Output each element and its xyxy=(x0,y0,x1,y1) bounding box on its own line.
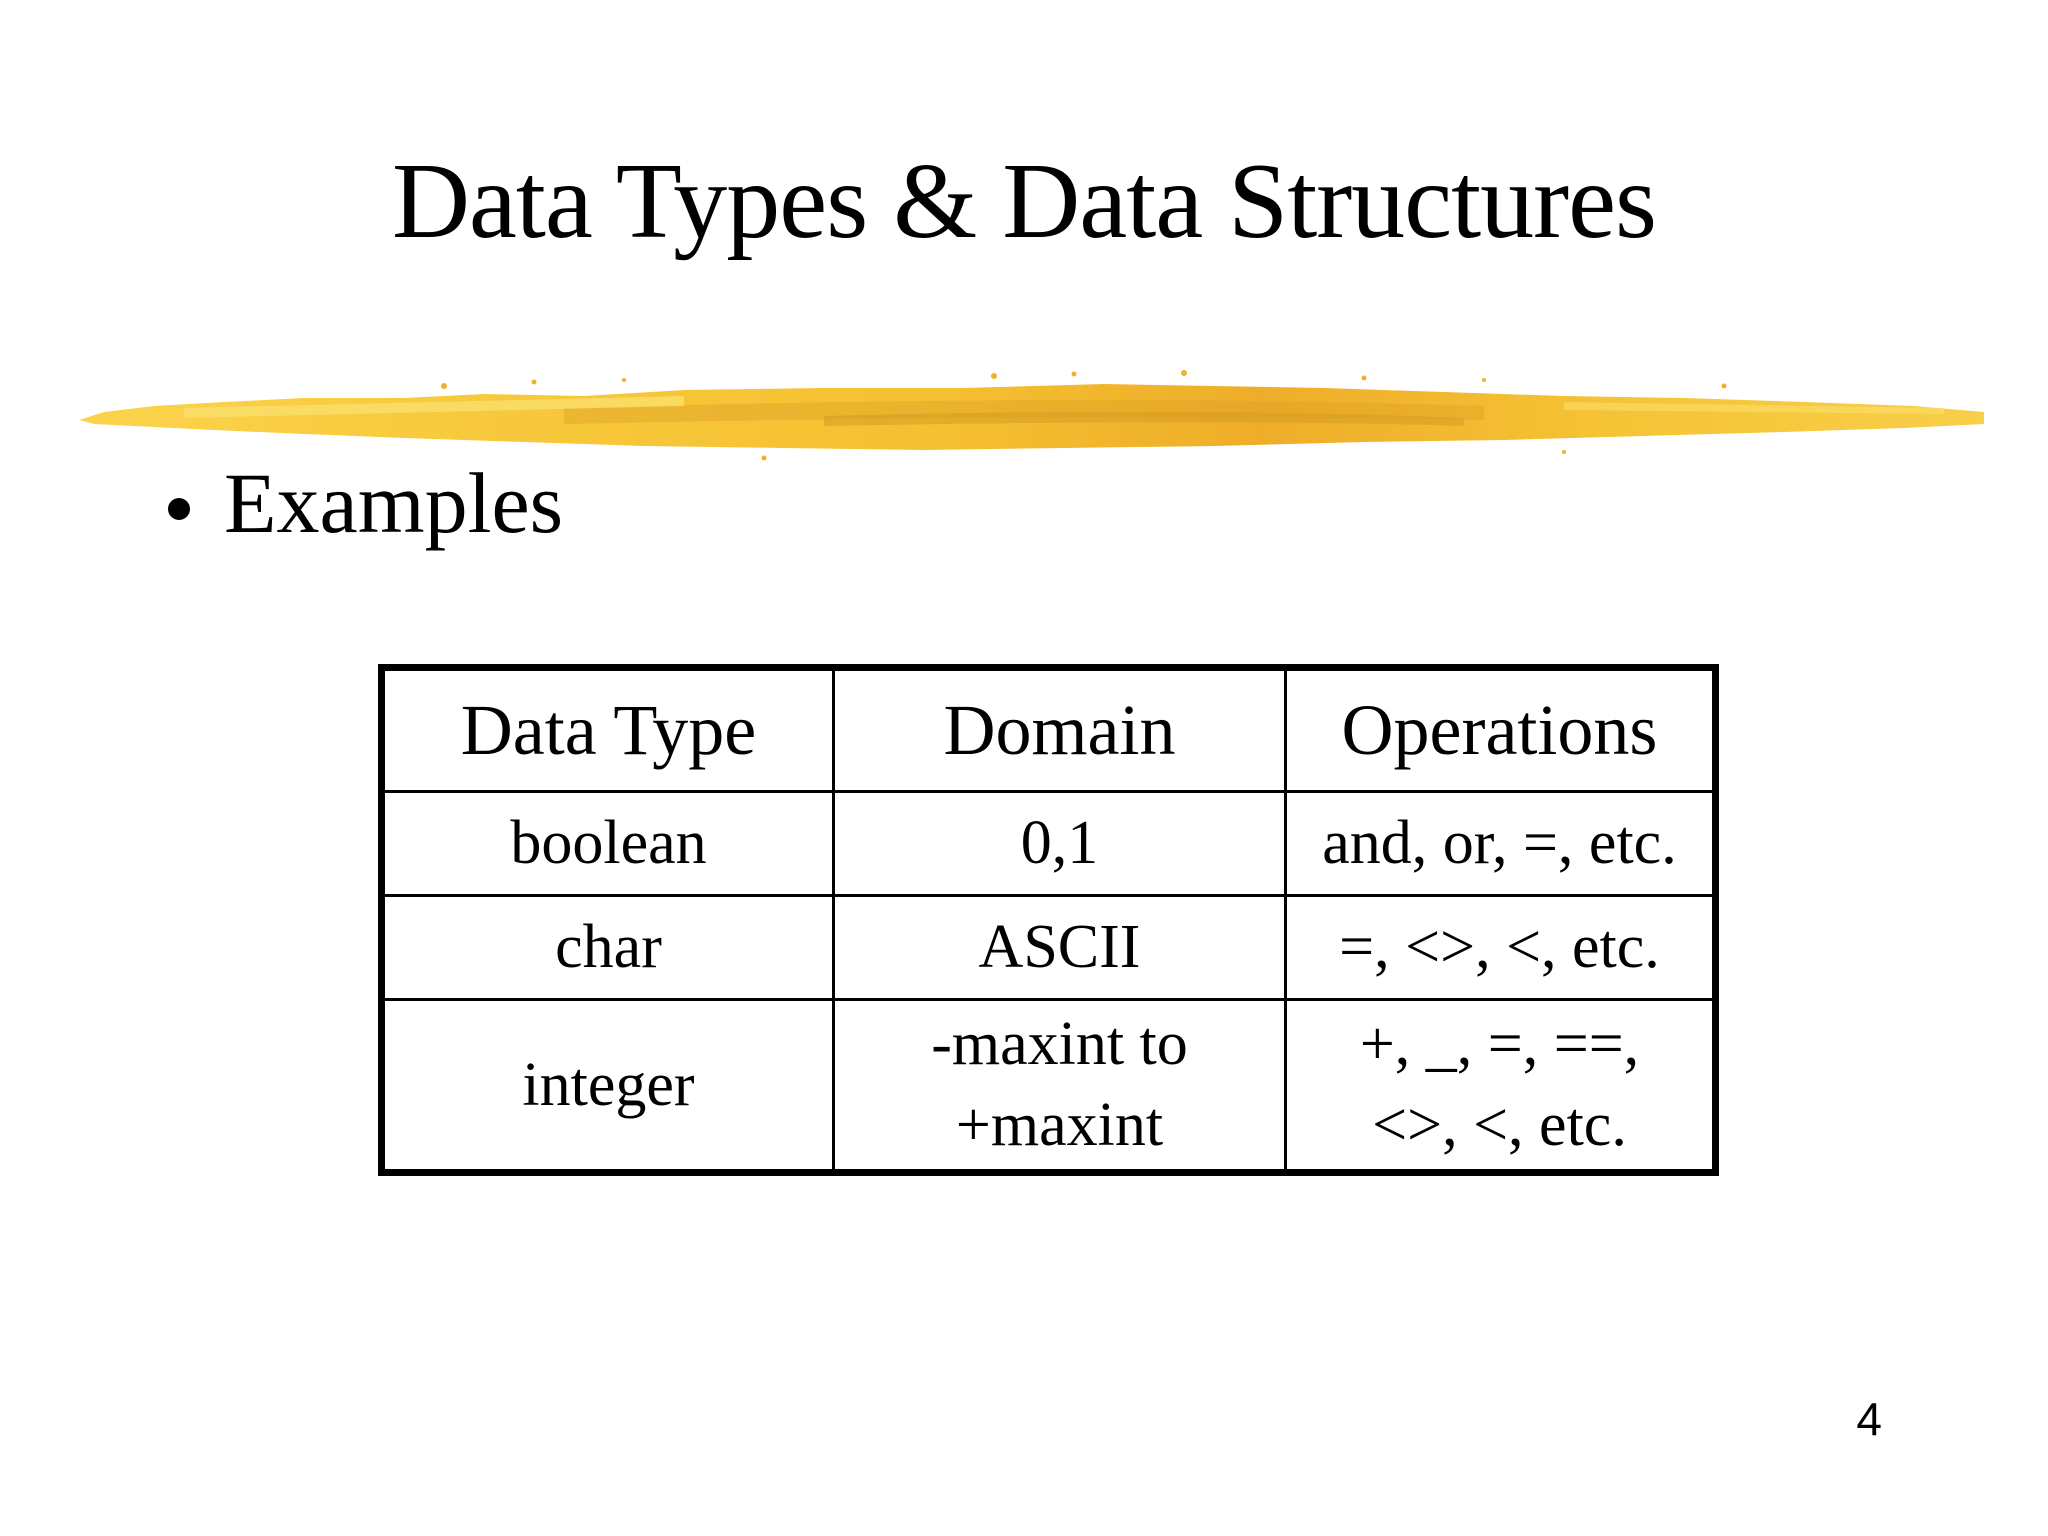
cell-domain: ASCII xyxy=(832,894,1287,1001)
examples-table: Data Type Domain Operations boolean 0,1 … xyxy=(378,664,1719,1176)
slide-title: Data Types & Data Structures xyxy=(391,142,1657,261)
cell-domain: 0,1 xyxy=(832,790,1287,897)
cell-data-type: integer xyxy=(380,998,835,1174)
bullet-item-examples: Examples xyxy=(168,452,563,555)
cell-operations: +, _, =, ==, <>, <, etc. xyxy=(1284,998,1717,1174)
table-row-char: char ASCII =, <>, <, etc. xyxy=(380,894,1717,1001)
cell-data-type: char xyxy=(380,894,835,1001)
page-number: 4 xyxy=(1856,1393,1882,1445)
table-header-data-type: Data Type xyxy=(380,666,835,793)
cell-operations: =, <>, <, etc. xyxy=(1284,894,1717,1001)
table-header-row: Data Type Domain Operations xyxy=(380,666,1717,793)
brush-stroke-divider xyxy=(79,370,1984,461)
table-header-operations: Operations xyxy=(1284,666,1717,793)
cell-domain: -maxint to +maxint xyxy=(832,998,1287,1174)
bullet-label: Examples xyxy=(224,455,564,551)
table-row-boolean: boolean 0,1 and, or, =, etc. xyxy=(380,790,1717,897)
bullet-icon xyxy=(168,497,190,520)
cell-operations: and, or, =, etc. xyxy=(1284,790,1717,897)
table-header-domain: Domain xyxy=(832,666,1287,793)
table-row-integer: integer -maxint to +maxint +, _, =, ==, … xyxy=(380,998,1717,1174)
cell-data-type: boolean xyxy=(380,790,835,897)
